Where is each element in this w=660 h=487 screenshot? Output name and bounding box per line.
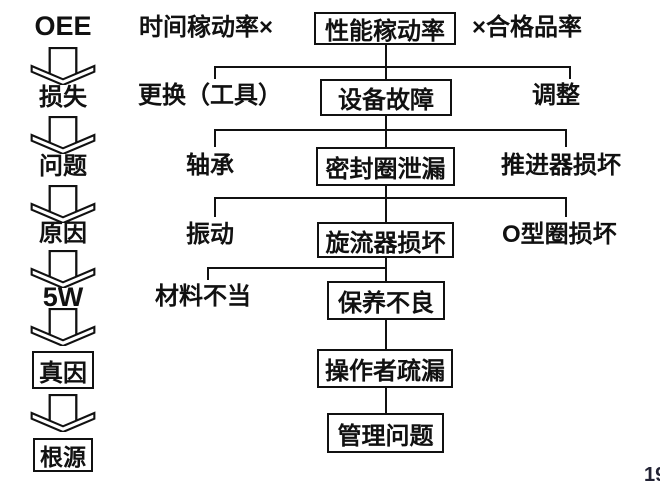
tree-label-improper-material: 材料不当	[155, 283, 251, 310]
ladder-label-cause: 原因	[39, 220, 87, 247]
tree-label-time-rate: 时间稼动率×	[139, 14, 274, 41]
tree-label-adjustment: 调整	[532, 82, 580, 109]
ladder-label-oee: OEE	[34, 11, 92, 41]
down-arrow-icon	[30, 185, 96, 223]
tree-label-tool-change: 更换（工具）	[138, 82, 282, 109]
tree-box-equipment-failure: 设备故障	[320, 79, 452, 116]
tree-label-bearing: 轴承	[186, 152, 234, 179]
tree-box-seal-leak: 密封圈泄漏	[316, 147, 455, 186]
tree-label-o-ring-damage: O型圈损坏	[502, 221, 617, 248]
tree-box-operator-negligence: 操作者疏漏	[317, 349, 453, 388]
ladder-label-problem: 问题	[39, 153, 87, 180]
down-arrow-icon	[30, 308, 96, 346]
tree-box-management-problem: 管理问题	[327, 413, 444, 453]
tree-label-vibration: 振动	[186, 221, 234, 248]
ladder-box-true-cause: 真因	[32, 351, 94, 389]
down-arrow-icon	[30, 47, 96, 85]
down-arrow-icon	[30, 116, 96, 154]
tree-box-cyclone-damage: 旋流器损坏	[317, 222, 454, 258]
tree-label-quality-rate: ×合格品率	[472, 14, 583, 41]
ladder-label-5w: 5W	[42, 282, 84, 312]
tree-box-performance-rate: 性能稼动率	[314, 12, 456, 45]
ladder-box-root-source: 根源	[33, 438, 93, 472]
tree-box-poor-maintenance: 保养不良	[327, 281, 445, 320]
down-arrow-icon	[30, 394, 96, 432]
tree-label-propeller-damage: 推进器损坏	[501, 152, 621, 179]
slide-page-number: 19	[644, 464, 660, 486]
ladder-label-loss: 损失	[39, 84, 87, 111]
